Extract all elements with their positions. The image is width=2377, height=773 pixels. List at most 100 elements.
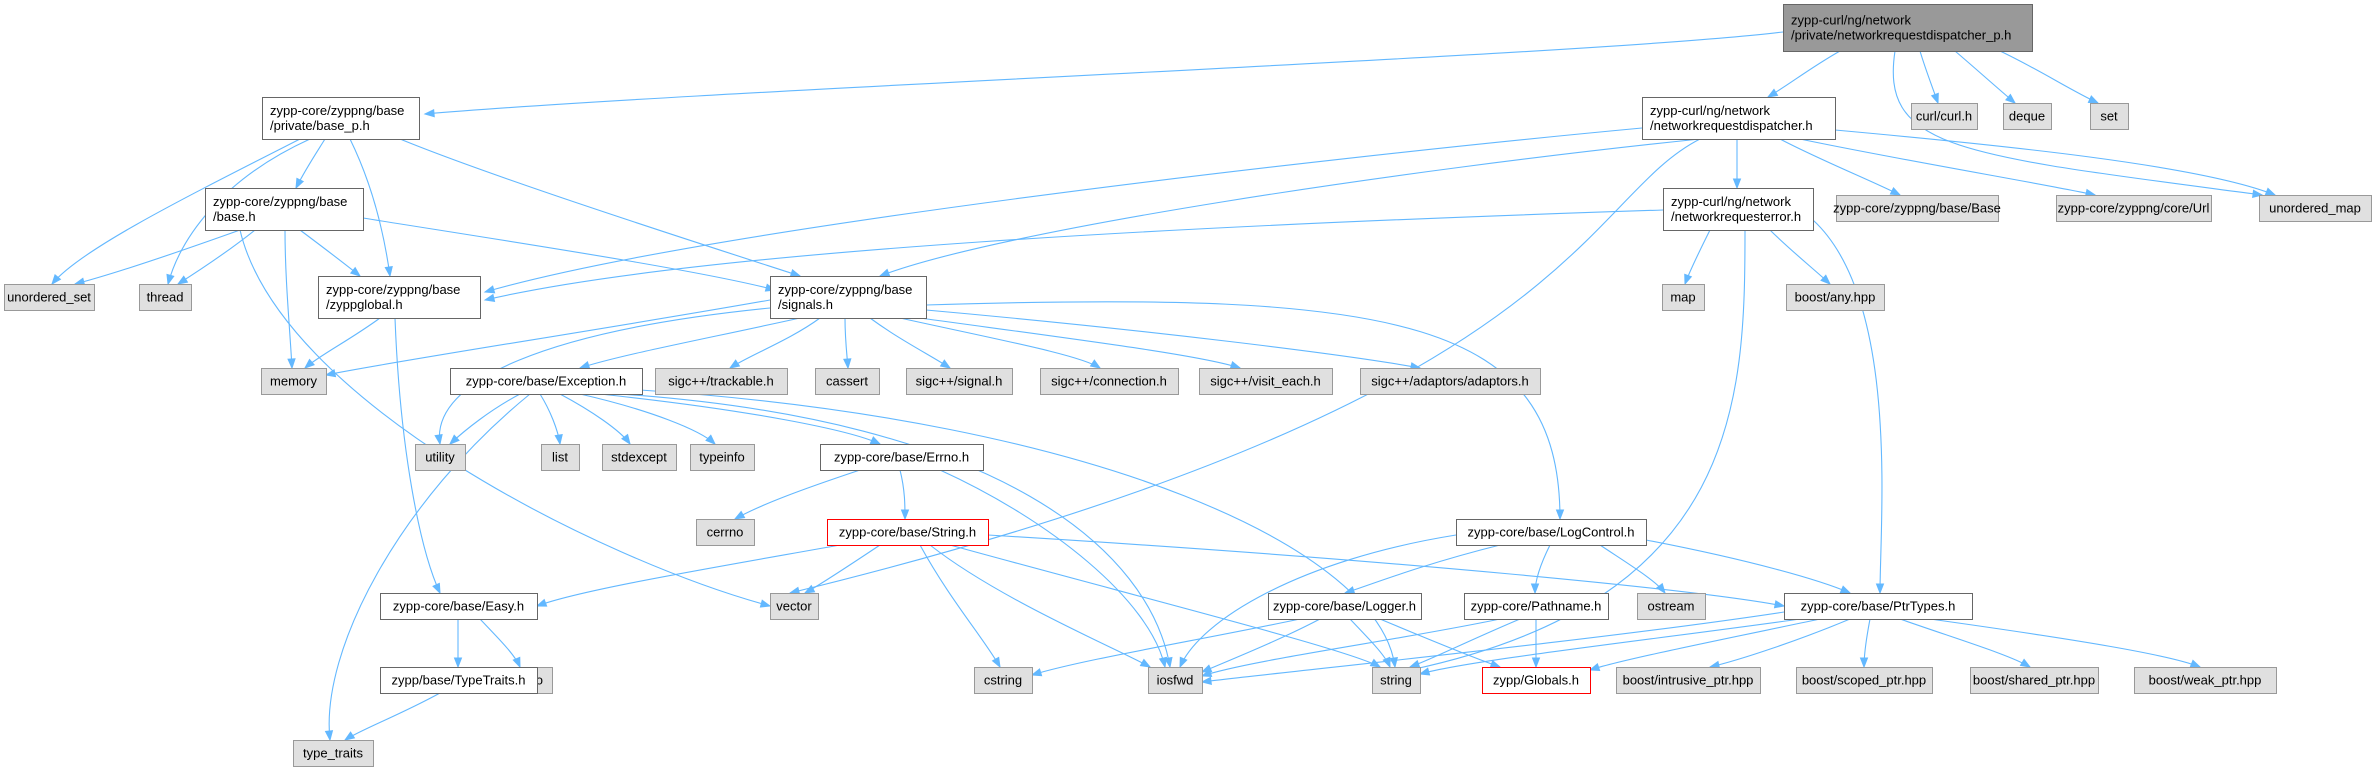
node-label: typeinfo bbox=[699, 450, 745, 465]
node-label: unordered_map bbox=[2269, 201, 2361, 216]
edge-exc-to-iosfwd bbox=[619, 393, 1173, 669]
node-exc[interactable]: zypp-core/base/Exception.h bbox=[450, 368, 643, 395]
edge-errno-to-iosfwd bbox=[939, 469, 1168, 669]
node-vector: vector bbox=[770, 593, 819, 620]
edge-ptrtypes-to-bscoped bbox=[1859, 618, 1871, 669]
edge-easy-to-typetraits bbox=[453, 618, 463, 669]
node-curl: curl/curl.h bbox=[1911, 103, 1978, 130]
node-label: string bbox=[1380, 673, 1412, 688]
edge-root-to-nrd bbox=[1766, 50, 1841, 98]
node-type_traits: type_traits bbox=[293, 740, 374, 767]
node-label: sigc++/trackable.h bbox=[668, 374, 774, 389]
edge-signals-to-sigsig bbox=[869, 317, 952, 369]
node-globals[interactable]: zypp/Globals.h bbox=[1482, 667, 1591, 694]
node-label: vector bbox=[776, 599, 812, 614]
node-label: zypp-core/zyppng/core/Url bbox=[2058, 201, 2210, 216]
edge-errno-to-string_h bbox=[899, 469, 910, 521]
edge-signals-to-trackable bbox=[728, 317, 821, 369]
node-zglobal[interactable]: zypp-core/zyppng/base/zyppglobal.h bbox=[318, 276, 481, 319]
node-zbase: zypp-core/zyppng/base/Base bbox=[1833, 195, 2001, 222]
node-label: /base.h bbox=[213, 209, 256, 224]
node-sigsig: sigc++/signal.h bbox=[906, 368, 1013, 395]
edge-exc-to-list bbox=[539, 393, 563, 446]
node-thread: thread bbox=[139, 284, 192, 311]
edge-nre-to-zglobal bbox=[483, 209, 1664, 302]
edge-ptrtypes-to-string bbox=[1418, 618, 1801, 676]
node-label: boost/weak_ptr.hpp bbox=[2149, 673, 2262, 688]
node-label: boost/any.hpp bbox=[1795, 290, 1876, 305]
edge-root-to-set bbox=[1999, 50, 2100, 104]
edge-nre-to-bany bbox=[1769, 229, 1832, 285]
node-label: zypp/Globals.h bbox=[1493, 673, 1579, 688]
node-label: /private/networkrequestdispatcher_p.h bbox=[1791, 28, 2011, 43]
edge-logctl-to-ostream bbox=[1599, 544, 1666, 595]
edge-errno-to-cerrno bbox=[733, 469, 861, 520]
edge-logctl-to-logger bbox=[1343, 544, 1501, 595]
edge-nrd-to-zbase bbox=[1779, 138, 1902, 196]
node-label: zypp-core/base/PtrTypes.h bbox=[1801, 599, 1956, 614]
node-logger[interactable]: zypp-core/base/Logger.h bbox=[1268, 593, 1422, 620]
edge-string_h-to-vector bbox=[803, 544, 881, 594]
node-label: sigc++/signal.h bbox=[916, 374, 1003, 389]
node-label: sigc++/visit_each.h bbox=[1210, 374, 1321, 389]
edge-exc-to-utility bbox=[448, 393, 521, 445]
edge-logger-to-string bbox=[1349, 618, 1391, 669]
edge-nre-to-map bbox=[1684, 229, 1711, 286]
edge-base_h-to-memory bbox=[284, 229, 296, 370]
node-label: zypp-core/base/LogControl.h bbox=[1468, 525, 1635, 540]
node-logctl[interactable]: zypp-core/base/LogControl.h bbox=[1456, 519, 1647, 546]
node-string: string bbox=[1372, 667, 1421, 694]
node-signals[interactable]: zypp-core/zyppng/base/signals.h bbox=[770, 276, 927, 319]
node-sigadapt: sigc++/adaptors/adaptors.h bbox=[1360, 368, 1541, 395]
node-label: cassert bbox=[826, 374, 868, 389]
edge-signals-to-utility bbox=[434, 307, 771, 446]
node-typetraits[interactable]: zypp/base/TypeTraits.h bbox=[380, 667, 538, 694]
node-ptrtypes[interactable]: zypp-core/base/PtrTypes.h bbox=[1784, 593, 1973, 620]
node-memory: memory bbox=[261, 368, 327, 395]
node-pathname[interactable]: zypp-core/Pathname.h bbox=[1464, 593, 1609, 620]
node-base_h[interactable]: zypp-core/zyppng/base/base.h bbox=[205, 188, 364, 231]
node-label: zypp-core/zyppng/base bbox=[213, 194, 347, 209]
edge-ptrtypes-to-iosfwd bbox=[1200, 611, 1785, 686]
node-errno[interactable]: zypp-core/base/Errno.h bbox=[820, 444, 984, 471]
node-deque: deque bbox=[2003, 103, 2052, 130]
edge-base_p-to-base_h bbox=[295, 138, 326, 190]
node-string_h[interactable]: zypp-core/base/String.h bbox=[827, 519, 989, 546]
node-zurl: zypp-core/zyppng/core/Url bbox=[2056, 195, 2212, 222]
edge-exc-to-type_traits bbox=[324, 393, 531, 742]
node-label: boost/shared_ptr.hpp bbox=[1973, 673, 2095, 688]
edge-string_h-to-cstring bbox=[919, 544, 1001, 669]
edge-exc-to-stdexcept bbox=[559, 393, 631, 446]
edge-easy-to-cstdio bbox=[479, 618, 521, 669]
node-nrd[interactable]: zypp-curl/ng/network/networkrequestdispa… bbox=[1642, 97, 1836, 140]
node-label: boost/scoped_ptr.hpp bbox=[1802, 673, 1926, 688]
node-label: zypp-curl/ng/network bbox=[1671, 194, 1791, 209]
node-base_p[interactable]: zypp-core/zyppng/base/private/base_p.h bbox=[262, 97, 420, 140]
node-utility: utility bbox=[415, 444, 466, 471]
node-iosfwd: iosfwd bbox=[1148, 667, 1203, 694]
edge-base_p-to-zglobal bbox=[349, 138, 393, 278]
edge-signals-to-exc bbox=[578, 317, 801, 370]
node-typeinfo: typeinfo bbox=[690, 444, 755, 471]
graph-nodes: zypp-curl/ng/network/private/networkrequ… bbox=[4, 4, 2372, 767]
edge-zglobal-to-easy bbox=[394, 317, 441, 595]
node-label: zypp-core/base/String.h bbox=[839, 525, 976, 540]
node-cstring: cstring bbox=[974, 667, 1033, 694]
node-trackable: sigc++/trackable.h bbox=[655, 368, 788, 395]
node-label: thread bbox=[147, 290, 184, 305]
edge-root-to-deque bbox=[1954, 50, 2017, 104]
node-label: zypp-core/base/Easy.h bbox=[393, 599, 524, 614]
node-bscoped: boost/scoped_ptr.hpp bbox=[1796, 667, 1933, 694]
edge-base_p-to-signals bbox=[399, 138, 802, 278]
node-label: zypp-core/zyppng/base/Base bbox=[1833, 201, 2001, 216]
edge-exc-to-typeinfo bbox=[579, 393, 717, 445]
node-label: zypp-core/zyppng/base bbox=[326, 282, 460, 297]
edge-ptrtypes-to-bshared bbox=[1899, 618, 2032, 668]
node-root[interactable]: zypp-curl/ng/network/private/networkrequ… bbox=[1783, 4, 2033, 52]
node-ostream: ostream bbox=[1637, 593, 1706, 620]
node-label: zypp-core/Pathname.h bbox=[1471, 599, 1602, 614]
edge-pathname-to-globals bbox=[1531, 618, 1541, 669]
node-nre[interactable]: zypp-curl/ng/network/networkrequesterror… bbox=[1663, 188, 1814, 231]
edge-typetraits-to-type_traits bbox=[343, 692, 441, 741]
node-easy[interactable]: zypp-core/base/Easy.h bbox=[380, 593, 538, 620]
